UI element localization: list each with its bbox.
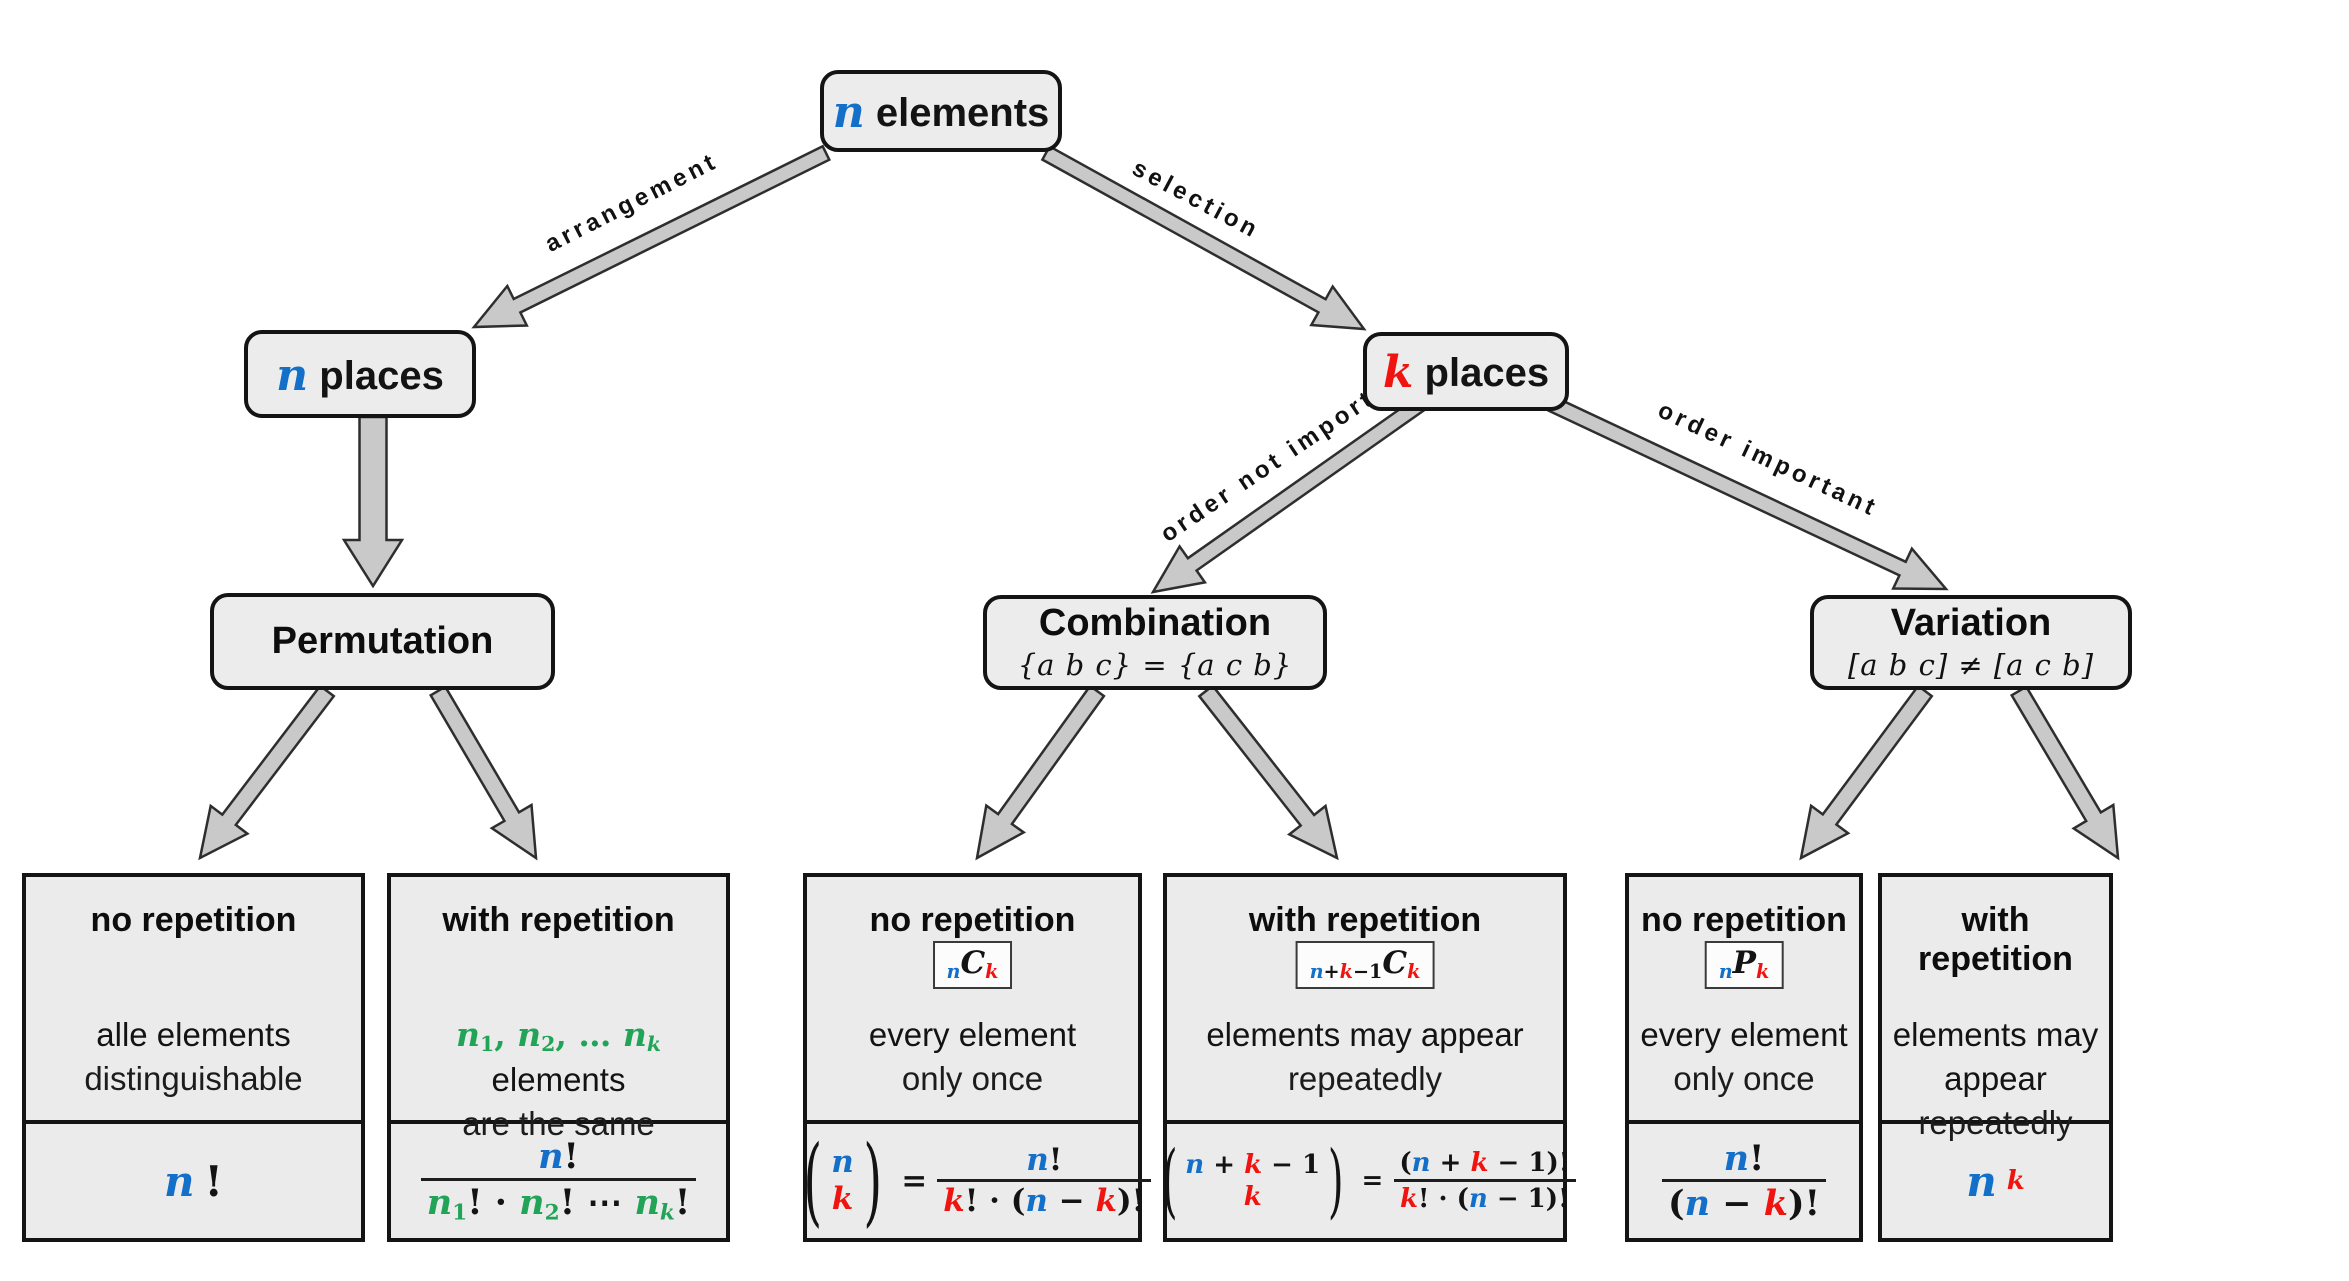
arrow-arrangement [471, 144, 831, 329]
k-places-label: k places [1382, 347, 1550, 398]
variation-title: Variation [1890, 602, 2052, 645]
n-places-label: n places [276, 349, 444, 401]
arrow-selection [1040, 144, 1367, 331]
leaf-title: with repetition [1918, 901, 2073, 978]
leaf-description: n1, n2, … nk elements are the same [455, 1015, 662, 1143]
notation-badge-n+k-1Ck: n+k−1Ck [1295, 941, 1435, 989]
leaf-title: no repetition [869, 901, 1076, 939]
leaf-description: elements may appear repeatedly [1892, 1016, 2099, 1141]
edge-label-order-important: order important [1653, 396, 1883, 523]
notation-badge-nCk: nCk [932, 941, 1013, 989]
formula-partial-permutation: n!(n − k)! [1662, 1138, 1826, 1225]
arrow-permutation-no-rep [198, 684, 336, 861]
leaf-variation-with-repetition: with repetition elements may appear repe… [1878, 873, 2113, 1242]
arrow-variation-no-rep [1799, 684, 1934, 861]
arrow-order-not-important [1150, 396, 1427, 594]
arrow-combination-with-rep [1197, 684, 1339, 861]
leaf-permutation-with-repetition: with repetition n1, n2, … nk elements ar… [387, 873, 730, 1242]
leaf-combination-no-repetition: no repetition nCk every element only onc… [803, 873, 1152, 1242]
leaf-description: elements may appear repeatedly [1206, 1016, 1524, 1097]
arrow-order-important [1547, 395, 1949, 591]
formula-n-factorial: n! [164, 1156, 223, 1206]
leaf-permutation-no-repetition: no repetition alle elements distinguisha… [22, 873, 365, 1242]
node-combination: Combination {a b c} = {a c b} [983, 595, 1327, 690]
leaf-description: every element only once [868, 1016, 1077, 1097]
combination-subtitle: {a b c} = {a c b} [1017, 647, 1293, 682]
n-elements-label: n elements [832, 86, 1050, 138]
leaf-title: with repetition [442, 901, 675, 939]
node-permutation: Permutation [210, 593, 555, 690]
arrow-combination-no-rep [975, 684, 1106, 861]
node-k-places: k places [1363, 332, 1569, 411]
leaf-title: no repetition [1641, 901, 1847, 939]
leaf-title: with repetition [1248, 901, 1482, 939]
leaf-description: alle elements distinguishable [84, 1016, 303, 1097]
edge-label-arrangement: arrangement [540, 147, 723, 258]
leaf-title: no repetition [90, 901, 297, 939]
leaf-description: every element only once [1640, 1016, 1848, 1097]
variation-subtitle: [a b c] ≠ [a c b] [1847, 647, 2095, 682]
notation-badge-nPk: nPk [1704, 941, 1784, 989]
node-variation: Variation [a b c] ≠ [a c b] [1810, 595, 2132, 690]
node-n-places: n places [244, 330, 476, 418]
arrow-variation-with-rep [2009, 684, 2120, 861]
arrow-permutation-with-rep [428, 684, 538, 861]
combination-title: Combination [1038, 602, 1272, 645]
formula-multinomial: n!n1! · n2! ⋯ nk! [420, 1136, 697, 1225]
node-n-elements: n elements [820, 70, 1062, 152]
arrow-n-places-to-permutation [341, 415, 405, 589]
edge-label-selection: selection [1127, 154, 1265, 245]
leaf-combination-with-repetition: with repetition n+k−1Ck elements may app… [1162, 873, 1576, 1242]
permutation-title: Permutation [271, 619, 494, 662]
leaf-variation-no-repetition: no repetition nPk every element only onc… [1625, 873, 1863, 1242]
